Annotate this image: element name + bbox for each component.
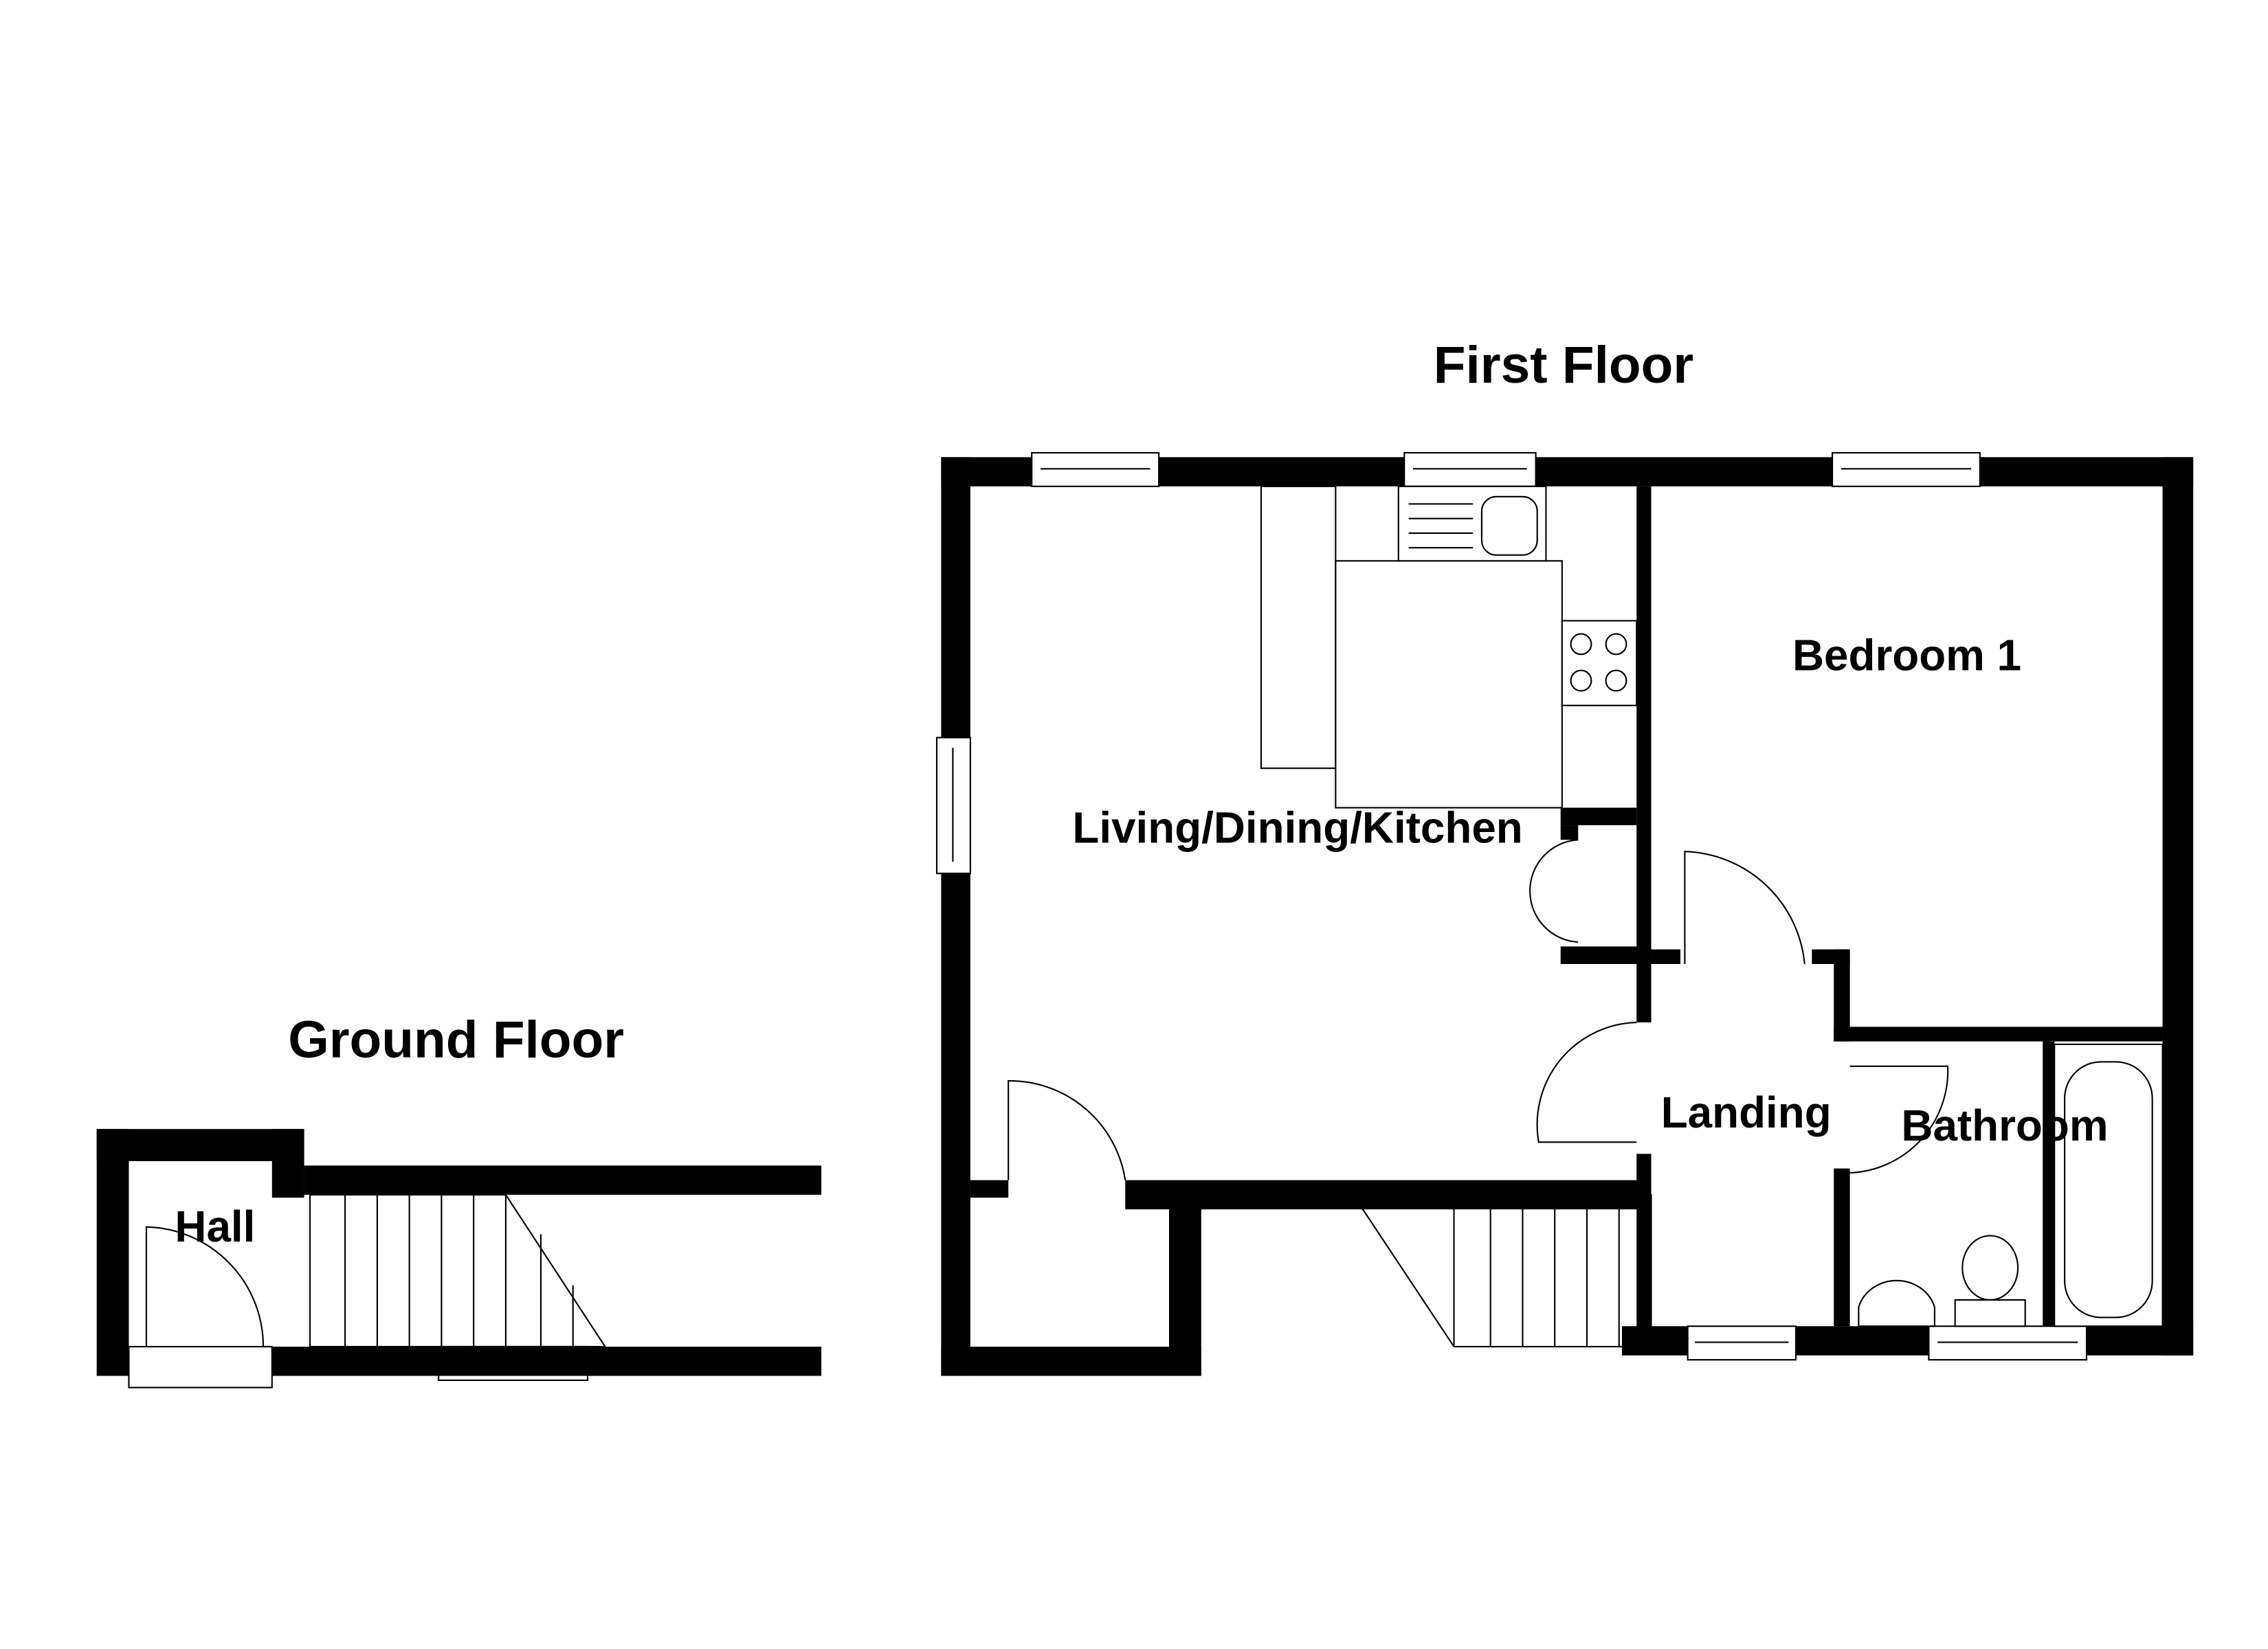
room-label-living: Living/Dining/Kitchen — [1072, 803, 1522, 853]
windows — [128, 451, 2088, 1389]
ground-floor-title: Ground Floor — [288, 1011, 624, 1069]
room-label-bedroom: Bedroom 1 — [1792, 631, 2021, 680]
toilet-icon — [1961, 1235, 2019, 1301]
basin-icon — [1858, 1279, 1935, 1327]
room-label-bathroom: Bathroom — [1901, 1101, 2108, 1150]
kitchen-units — [1260, 485, 1638, 809]
ground-floor-walls — [96, 1129, 822, 1376]
room-label-landing: Landing — [1661, 1088, 1832, 1137]
first-floor-stairs — [1351, 1193, 1652, 1348]
front-door — [145, 1226, 265, 1347]
room-label-hall: Hall — [175, 1202, 255, 1251]
bath-icon — [2064, 1061, 2153, 1319]
sink-icon — [1408, 495, 1538, 556]
first-floor-walls — [941, 457, 2194, 1376]
bathroom-fittings — [1858, 1043, 2164, 1327]
first-floor-title: First Floor — [1434, 336, 1693, 394]
doors — [1008, 839, 1949, 1180]
ground-floor-stairs — [309, 1193, 607, 1348]
hob-icon — [1570, 633, 1627, 692]
